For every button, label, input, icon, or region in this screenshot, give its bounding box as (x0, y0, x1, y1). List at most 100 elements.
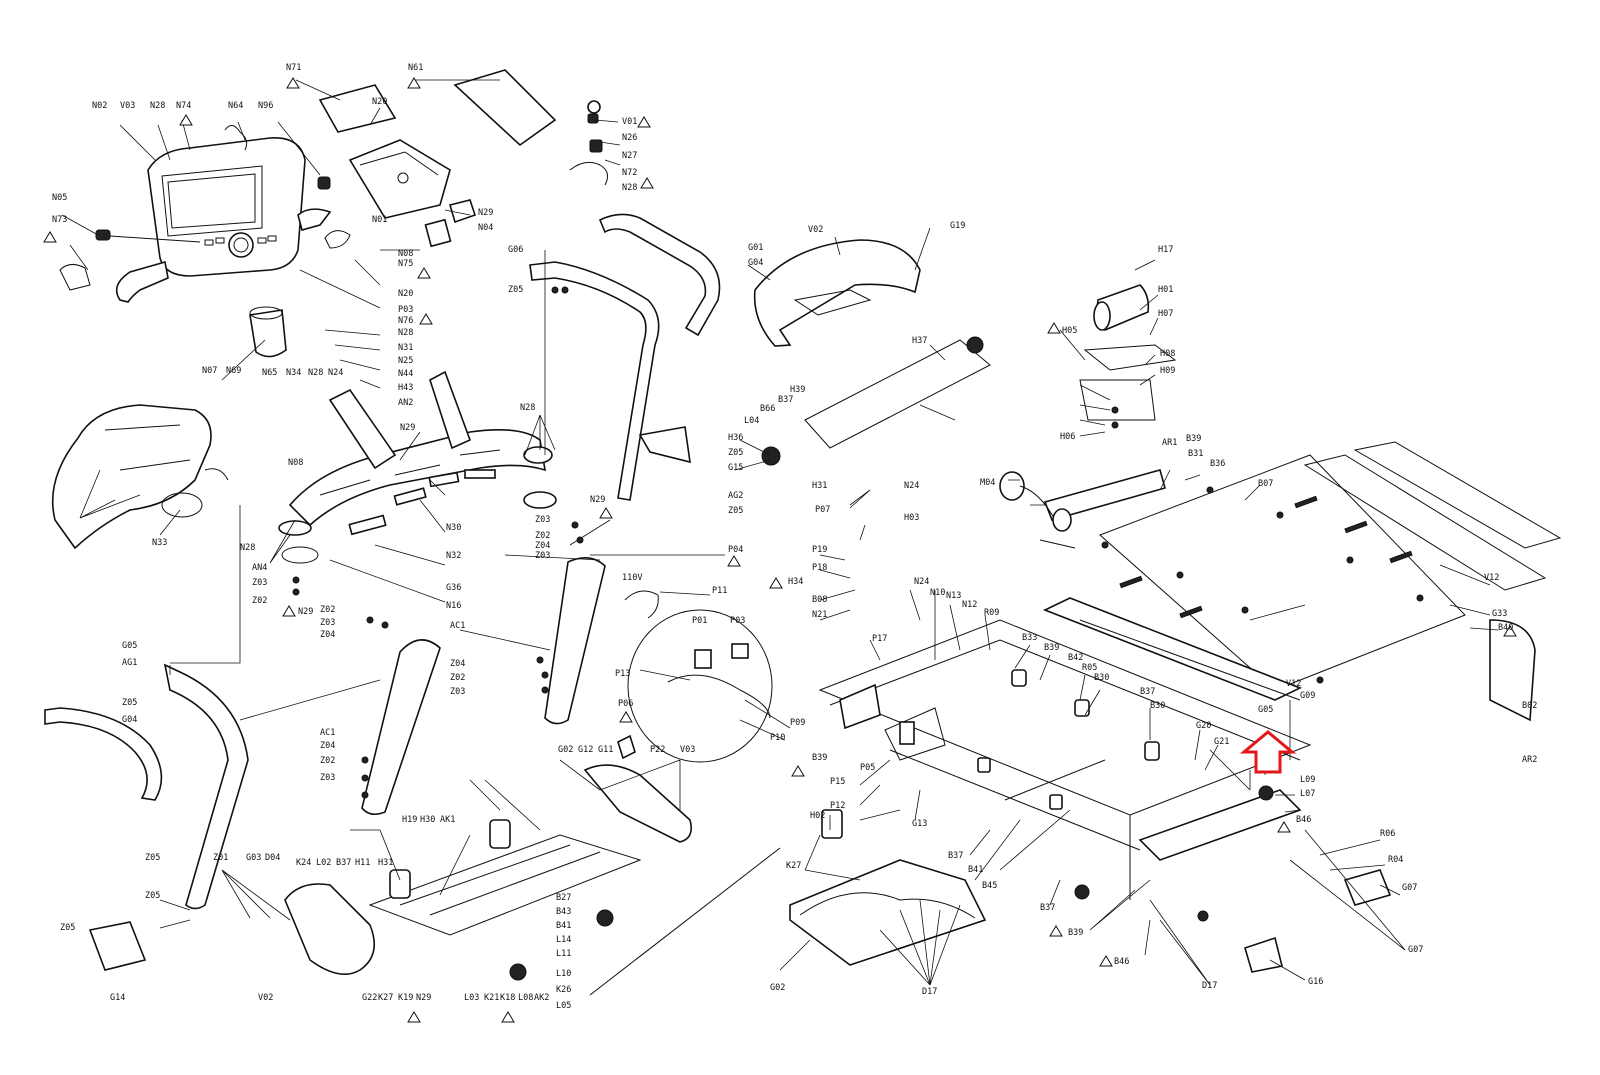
part-label: B41 (556, 921, 571, 931)
drive-motor (1079, 284, 1177, 421)
part-label: N33 (152, 538, 167, 548)
leader-lines (61, 79, 1499, 986)
part-label: P03 (398, 305, 413, 315)
part-label: H01 (1158, 285, 1173, 295)
part-label: AR1 (1162, 438, 1177, 448)
part-label: N34 (286, 368, 301, 378)
part-label: G15 (728, 463, 743, 473)
electronics-group (617, 590, 773, 763)
part-label: Z05 (145, 891, 160, 901)
part-label: N74 (176, 101, 191, 111)
part-label: V01 (622, 117, 637, 127)
part-label: G33 (1492, 609, 1507, 619)
part-label: N16 (446, 601, 461, 611)
part-label: Z05 (728, 448, 743, 458)
part-label: N29 (400, 423, 415, 433)
part-label: N28 (240, 543, 255, 553)
part-label: B45 (982, 881, 997, 891)
part-label: Z05 (60, 923, 75, 933)
part-label: G36 (446, 583, 461, 593)
part-label: G05 (122, 641, 137, 651)
part-label: N73 (52, 215, 67, 225)
part-label: G16 (1308, 977, 1323, 987)
part-label: N28 (150, 101, 165, 111)
part-label: H11 (355, 858, 370, 868)
part-label: H31 (812, 481, 827, 491)
cup-holder (249, 306, 287, 358)
part-label: B40 (1498, 623, 1513, 633)
motor-hood (753, 239, 921, 347)
part-label: V12 (1484, 573, 1499, 583)
part-label: N31 (398, 343, 413, 353)
part-label: H39 (790, 385, 805, 395)
part-label: Z05 (508, 285, 523, 295)
part-label: V12 (1286, 679, 1301, 689)
part-label: N08 (288, 458, 303, 468)
part-label: B36 (1210, 459, 1225, 469)
part-label: N26 (622, 133, 637, 143)
part-label: G22 (362, 993, 377, 1003)
part-label: H03 (904, 513, 919, 523)
warning-icon (1049, 925, 1063, 937)
part-label: N61 (408, 63, 423, 73)
part-label: B39 (1068, 928, 1083, 938)
part-label: P09 (790, 718, 805, 728)
warning-icon (619, 711, 633, 723)
warning-icons (43, 77, 1517, 1023)
part-label: H31 (378, 858, 393, 868)
part-label: B46 (1114, 957, 1129, 967)
part-label: B41 (968, 865, 983, 875)
part-label: N72 (622, 168, 637, 178)
part-label: Z05 (728, 506, 743, 516)
warning-icon (640, 177, 654, 189)
part-label: G05 (1258, 705, 1273, 715)
part-label: N20 (398, 289, 413, 299)
part-label: N25 (398, 356, 413, 366)
part-label: V03 (120, 101, 135, 111)
part-label: B07 (1258, 479, 1273, 489)
warning-icon (407, 77, 421, 89)
part-label: AN4 (252, 563, 267, 573)
warning-icon (282, 605, 296, 617)
part-label: B37 (948, 851, 963, 861)
part-label: G06 (508, 245, 523, 255)
warning-icon (637, 116, 651, 128)
part-label: N12 (962, 600, 977, 610)
warning-icon (179, 114, 193, 126)
part-label: B30 (1150, 701, 1165, 711)
side-rails (1042, 597, 1536, 722)
warning-icon (1277, 821, 1291, 833)
console-lower-shroud (51, 404, 229, 550)
part-label: P22 (650, 745, 665, 755)
part-label: B30 (1094, 673, 1109, 683)
part-label: K27 (786, 861, 801, 871)
part-label: K21 (484, 993, 499, 1003)
motor-pan (789, 809, 987, 966)
part-label: Z02 (252, 596, 267, 606)
part-label: L04 (744, 416, 759, 426)
part-label: Z02 (450, 673, 465, 683)
part-label: N28 (622, 183, 637, 193)
part-label: M04 (980, 478, 995, 488)
warning-icon (501, 1011, 515, 1023)
part-label: G07 (1408, 945, 1423, 955)
warning-icon (769, 577, 783, 589)
part-label: G01 (748, 243, 763, 253)
part-label: H30 (420, 815, 435, 825)
part-label: AK2 (534, 993, 549, 1003)
rear-caps (1074, 785, 1392, 973)
handlebar-frame (278, 370, 557, 564)
part-label: B39 (1186, 434, 1201, 444)
part-label: B39 (1044, 643, 1059, 653)
part-label: H09 (1160, 366, 1175, 376)
part-label: L03 (464, 993, 479, 1003)
part-label: B02 (1522, 701, 1537, 711)
part-label: N75 (398, 259, 413, 269)
part-label: B43 (556, 907, 571, 917)
part-label: Z04 (320, 741, 335, 751)
part-label: H06 (1060, 432, 1075, 442)
part-label: R06 (1380, 829, 1395, 839)
part-label: Z04 (450, 659, 465, 669)
incline-assembly (638, 336, 991, 466)
part-label: G11 (598, 745, 613, 755)
